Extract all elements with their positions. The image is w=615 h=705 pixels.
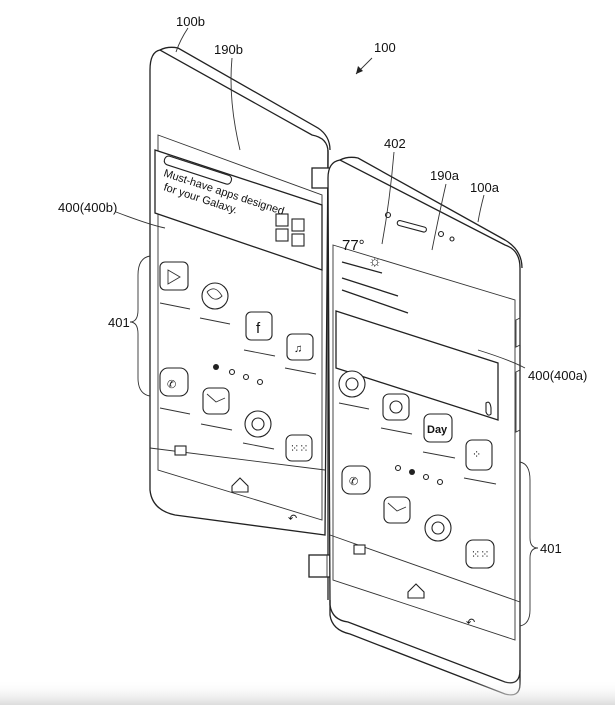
power-button[interactable] (515, 369, 521, 433)
browser-icon-a[interactable] (424, 514, 452, 542)
facebook-icon[interactable]: f (243, 311, 276, 357)
music-icon[interactable]: ♫ (284, 333, 317, 375)
facebook-letter: f (256, 320, 261, 337)
banner-pill (163, 155, 233, 185)
ref-401-right: 401 (540, 541, 562, 556)
ref-402: 402 (384, 136, 406, 151)
ref-400-400b: 400(400b) (58, 200, 117, 215)
svg-text:⁘: ⁘ (472, 449, 481, 461)
search-bar[interactable] (335, 310, 499, 421)
svg-text:⁙⁙: ⁙⁙ (290, 443, 308, 455)
email-icon-b[interactable] (200, 387, 233, 431)
recent-apps-button-a[interactable] (353, 544, 366, 555)
temperature-readout: 77° (342, 237, 365, 254)
day-app-icon[interactable]: Day (422, 413, 456, 459)
sun-icon: ☼ (368, 253, 382, 270)
camera-app-icon[interactable] (380, 393, 413, 435)
music-note-glyph: ♫ (294, 343, 302, 355)
device-body-b (149, 46, 331, 536)
play-store-icon[interactable] (159, 261, 191, 310)
ref-401-left: 401 (108, 315, 130, 330)
svg-text:⁙⁙: ⁙⁙ (471, 549, 489, 561)
ref-100b: 100b (176, 14, 205, 29)
ref-100: 100 (374, 40, 396, 55)
day-label: Day (427, 424, 448, 436)
page-indicator-b (213, 364, 264, 386)
ref-190a: 190a (430, 168, 460, 183)
banner-app-grid-icon (275, 213, 305, 247)
screen-b: Must-have apps designed for your Galaxy.… (154, 149, 323, 525)
reference-leaders (115, 27, 539, 627)
svg-text:✆: ✆ (167, 379, 176, 391)
browser-icon-b[interactable] (242, 410, 275, 450)
widget-app-icon[interactable]: ⁘ (463, 439, 497, 485)
mic-icon[interactable] (485, 401, 492, 416)
back-button-b[interactable]: ↶ (288, 513, 297, 525)
phone-icon-b[interactable]: ✆ (159, 367, 191, 415)
page-indicator-a (394, 464, 444, 486)
home-button-b[interactable] (231, 477, 249, 493)
apps-drawer-icon-b[interactable]: ⁙⁙ (285, 434, 313, 462)
volume-button[interactable] (515, 317, 521, 348)
screen-a: 77° ☼ Day ⁘ (335, 237, 499, 629)
email-icon-a[interactable] (383, 496, 411, 524)
ref-100a: 100a (470, 180, 500, 195)
back-button-a[interactable]: ↶ (466, 617, 475, 629)
ref-190b: 190b (214, 42, 243, 57)
gallery-icon[interactable] (199, 282, 231, 325)
apps-drawer-icon-a[interactable]: ⁙⁙ (465, 539, 495, 569)
recent-apps-button-b[interactable] (174, 445, 187, 456)
reference-numerals: 100 100b 190b 190a 100a 402 400(400b) 40… (58, 14, 587, 556)
bottom-shade (0, 680, 615, 705)
phone-icon-a[interactable]: ✆ (341, 465, 371, 495)
home-button-a[interactable] (407, 583, 425, 599)
ref-400-400a: 400(400a) (528, 368, 587, 383)
clock-app-icon[interactable] (338, 370, 370, 410)
svg-text:✆: ✆ (349, 476, 358, 488)
